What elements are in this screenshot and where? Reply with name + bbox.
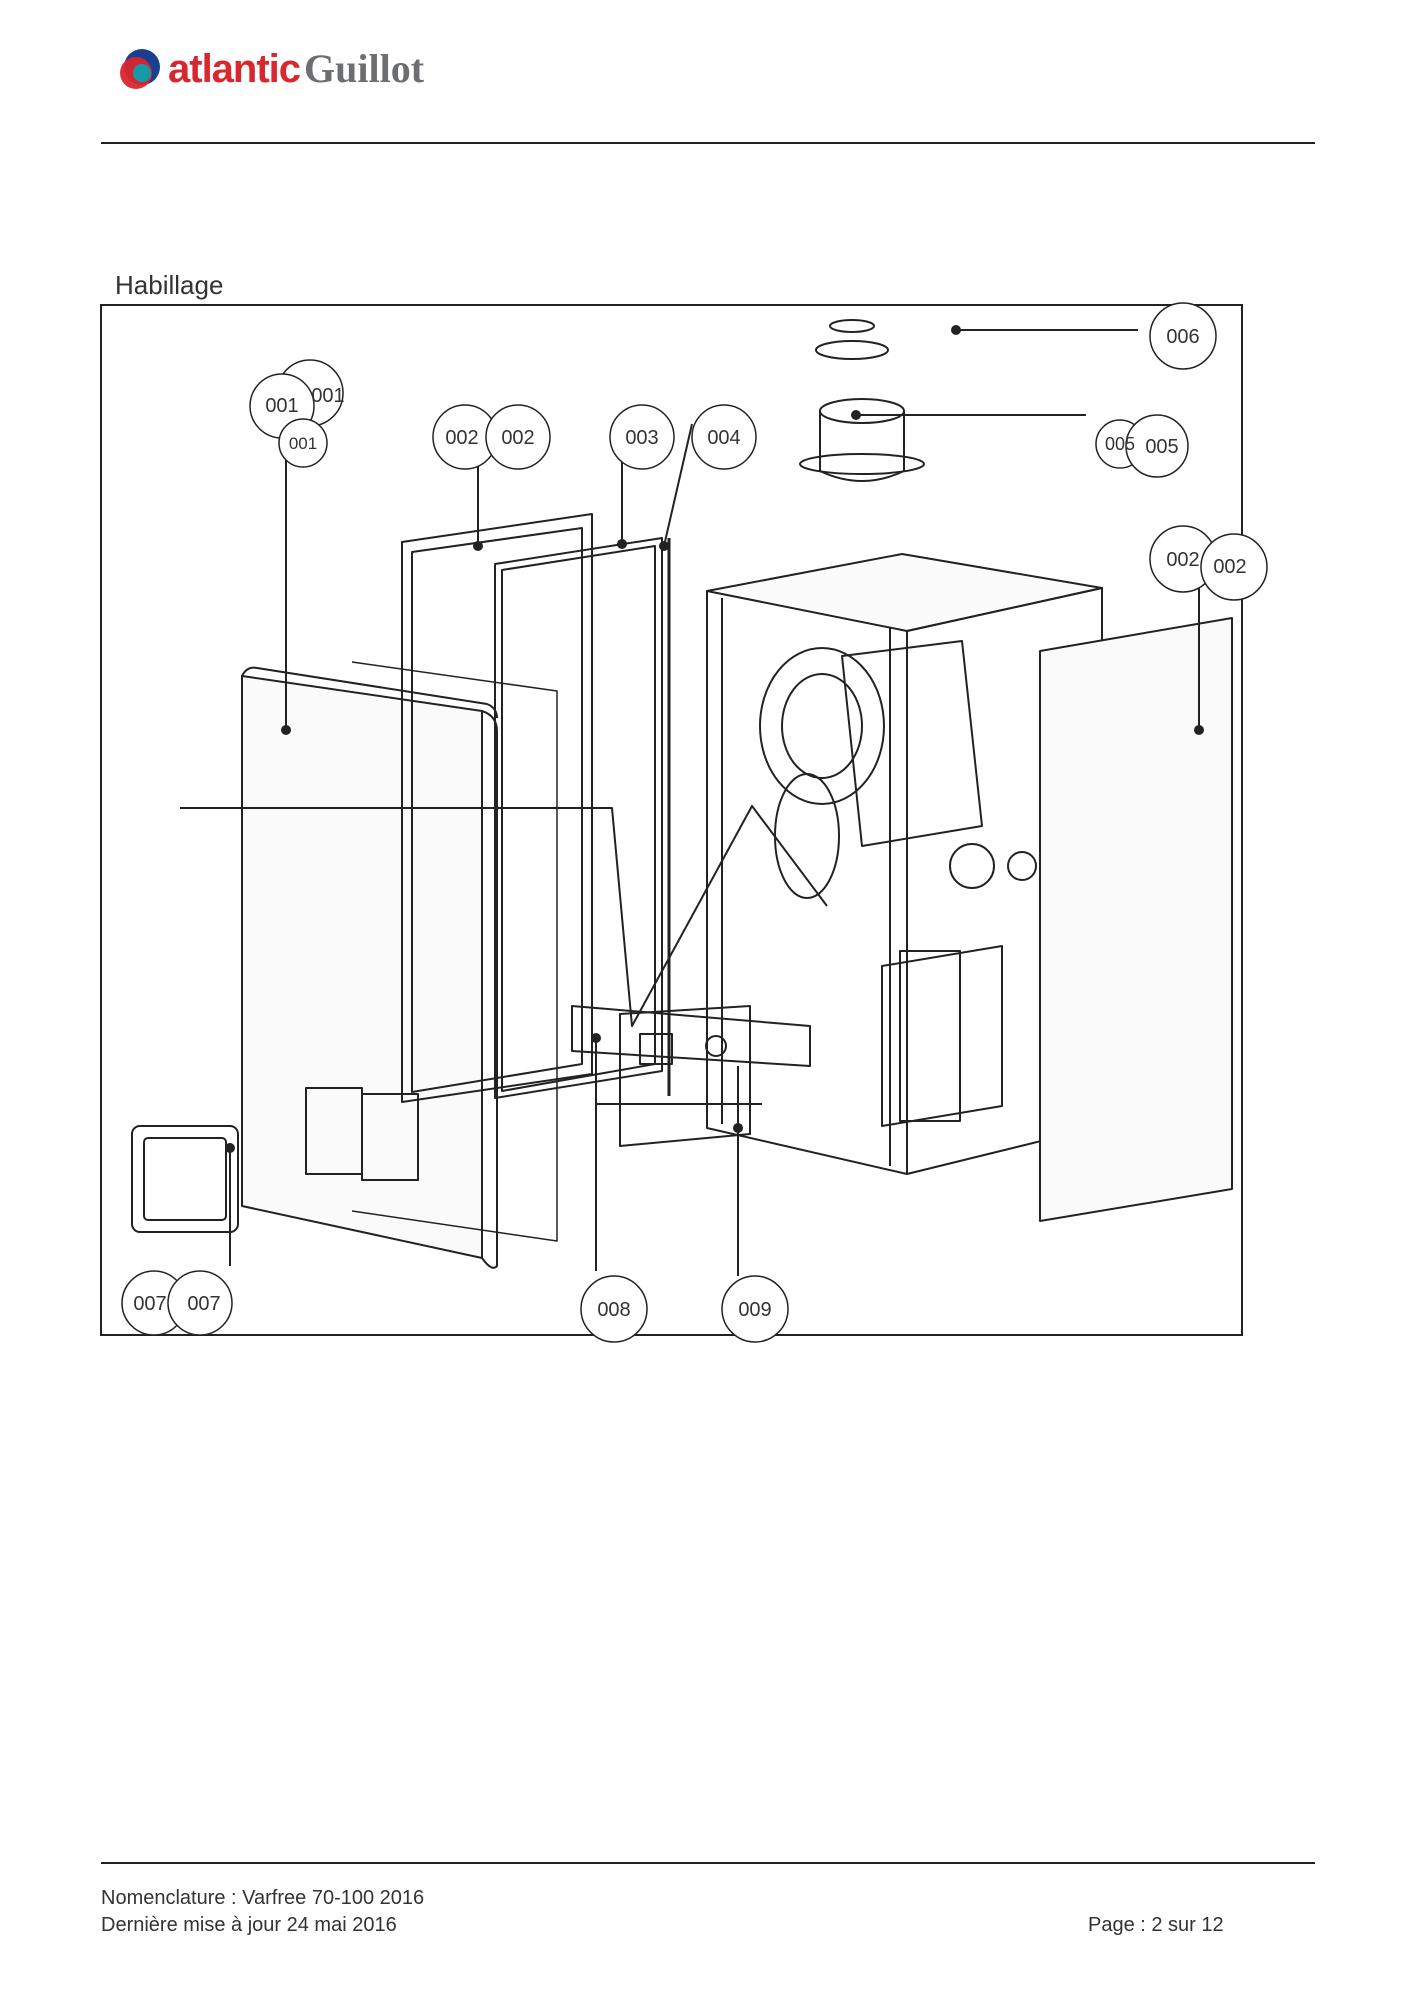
side-panel-drawing [1039, 617, 1233, 1222]
leader-lines [180, 329, 1200, 1276]
seal-rings-drawing [815, 319, 889, 360]
callout-002-label: 002 [1166, 549, 1199, 571]
callout-008-label: 008 [597, 1299, 630, 1321]
leader-dots [225, 325, 1204, 1153]
callout-001-label: 001 [289, 434, 317, 453]
callout-003-label: 003 [625, 427, 658, 449]
callout-009-label: 009 [738, 1299, 771, 1321]
callout-001-label: 001 [311, 385, 344, 407]
footer-page-number: Page : 2 sur 12 [1088, 1914, 1224, 1936]
exploded-view-drawing: 001 001 001 002 002 003 004 006 005 005 … [121, 302, 1268, 1343]
control-unit-drawing [571, 1005, 811, 1147]
brand-name-part1: atlantic [168, 47, 301, 91]
flue-adaptor-drawing [799, 398, 925, 482]
footer-last-updated: Dernière mise à jour 24 mai 2016 [101, 1914, 397, 1936]
header-divider [101, 142, 1315, 144]
section-title: Habillage [115, 270, 224, 300]
brand-name-part2: Guillot [304, 46, 425, 91]
callout-002-label: 002 [501, 427, 534, 449]
callout-007-label: 007 [187, 1293, 220, 1315]
callout-005-label: 005 [1145, 436, 1178, 458]
footer-divider [101, 1862, 1315, 1864]
callout-006-label: 006 [1166, 326, 1199, 348]
exploded-view-figure: 001 001 001 002 002 003 004 006 005 005 … [100, 302, 1268, 1343]
rear-frame-drawing [401, 513, 593, 1103]
footer-nomenclature: Nomenclature : Varfree 70-100 2016 [101, 1887, 425, 1909]
callout-007-label: 007 [133, 1293, 166, 1315]
callout-004-label: 004 [707, 427, 740, 449]
brand-mark-icon [118, 47, 162, 91]
callout-circles [121, 302, 1268, 1343]
callout-002-label: 002 [1213, 556, 1246, 578]
callout-005-label: 005 [1105, 434, 1135, 454]
callout-001-label: 001 [265, 395, 298, 417]
front-panel-drawing [241, 666, 498, 1269]
callout-002-label: 002 [445, 427, 478, 449]
control-cover-drawing [131, 1125, 239, 1233]
